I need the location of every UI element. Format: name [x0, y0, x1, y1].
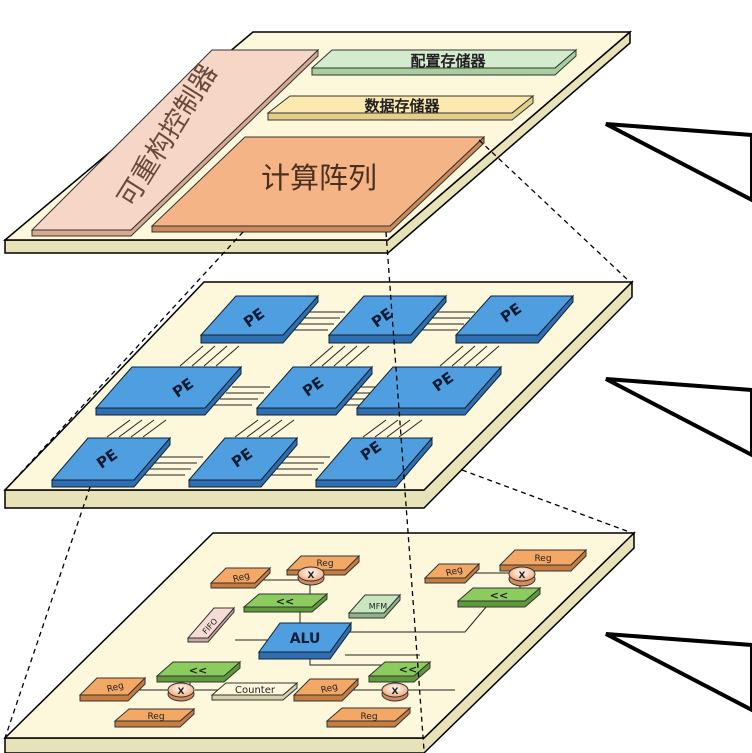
- pe-block: PE: [255, 365, 374, 416]
- shift-label: <<: [189, 664, 207, 677]
- fifo-block: FIFO: [186, 606, 236, 643]
- multiply-label: X: [392, 687, 399, 697]
- reg-label: Reg: [147, 712, 164, 722]
- reg-block: Reg: [423, 562, 481, 584]
- reg-label: Reg: [106, 681, 125, 695]
- shift-block: <<: [242, 592, 329, 613]
- pe-block: PE: [454, 294, 575, 344]
- reg-block: Reg: [325, 706, 412, 728]
- pe-block: PE: [94, 365, 243, 416]
- pe-block: PE: [187, 436, 299, 488]
- reg-label: Reg: [232, 571, 251, 585]
- reg-block: Reg: [292, 677, 360, 702]
- multiply-label: X: [519, 571, 526, 581]
- pe-block: PE: [327, 294, 448, 344]
- reg-label: Reg: [534, 554, 551, 564]
- shift-block: <<: [456, 586, 542, 608]
- pe-block: PE: [50, 436, 172, 488]
- alu-label: ALU: [290, 631, 321, 647]
- counter-label: Counter: [235, 685, 276, 696]
- reg-block: Reg: [113, 707, 196, 728]
- compute-array-block: [150, 136, 486, 227]
- alu-block: ALU: [258, 621, 352, 660]
- middle-layer: PE PE PE PE PE PE: [3, 280, 752, 509]
- top-callout-pointer: [605, 122, 752, 203]
- multiply-label: X: [178, 687, 185, 697]
- shift-label: <<: [399, 663, 417, 676]
- multiplier-icon: X: [297, 566, 325, 586]
- config-memory-label: 配置存储器: [410, 52, 486, 70]
- reg-block: Reg: [498, 548, 588, 572]
- shift-block: <<: [155, 660, 242, 683]
- data-memory-label: 数据存储器: [364, 97, 440, 115]
- reg-block: Reg: [78, 676, 147, 702]
- projection-lines: [4, 139, 633, 751]
- shift-block: <<: [367, 660, 432, 683]
- reg-label: Reg: [316, 559, 333, 569]
- shift-label: <<: [276, 595, 294, 608]
- reg-label: Reg: [320, 682, 339, 696]
- counter-block: Counter: [210, 681, 299, 701]
- multiplier-icon: X: [167, 682, 195, 702]
- compute-array-label: 计算阵列: [261, 161, 377, 195]
- mfm-block: MFM: [347, 593, 402, 619]
- pe-block: PE: [355, 365, 503, 416]
- reg-block: Reg: [209, 566, 272, 589]
- pe-block: PE: [199, 294, 320, 344]
- multiply-label: X: [308, 571, 315, 581]
- middle-callout-pointer: [605, 377, 752, 458]
- shift-label: <<: [490, 589, 508, 602]
- reg-label: Reg: [445, 565, 464, 579]
- controller-block: [30, 49, 320, 231]
- bottom-callout-pointer: [605, 632, 752, 713]
- top-layer: 配置存储器 数据存储器 可重构控制器 计算阵列: [2, 30, 752, 254]
- multiplier-icon: X: [508, 566, 536, 587]
- multiplier-icon: X: [381, 682, 409, 702]
- bottom-layer: Reg Reg Reg Reg Reg Reg: [3, 531, 752, 753]
- data-memory-block: [266, 95, 535, 114]
- config-memory-block: [310, 49, 578, 69]
- mfm-label: MFM: [369, 602, 388, 611]
- reg-label: Reg: [360, 712, 377, 722]
